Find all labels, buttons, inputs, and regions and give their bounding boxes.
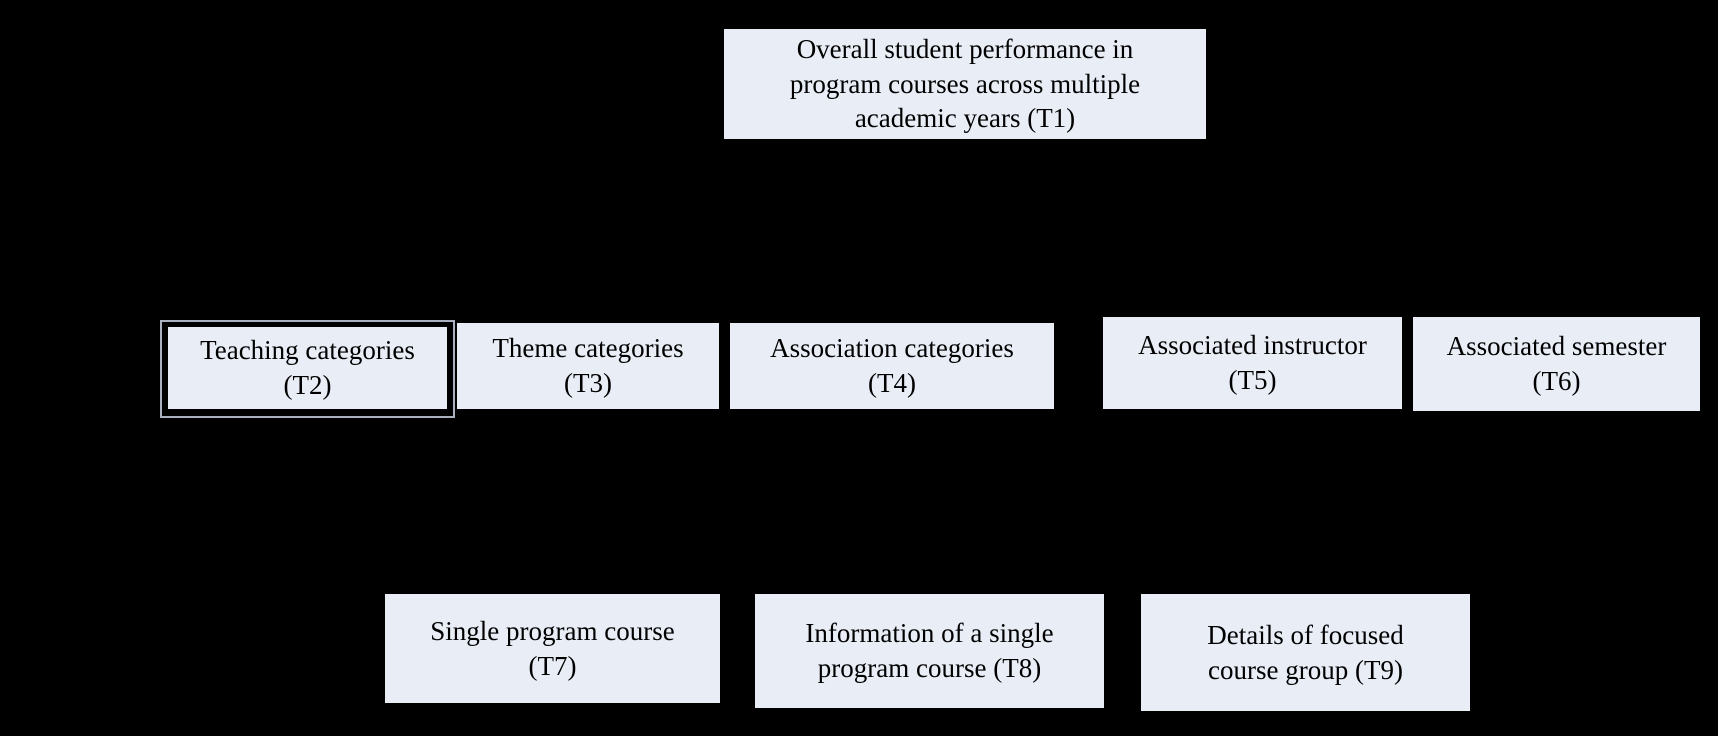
task-box-t9: Details of focused course group (T9) (1140, 593, 1471, 712)
task-box-t3: Theme categories (T3) (456, 322, 720, 410)
task-box-t7: Single program course (T7) (384, 593, 721, 704)
task-box-t8-label: Information of a single program course (… (805, 618, 1054, 683)
task-box-t2: Teaching categories (T2) (160, 320, 455, 418)
task-box-t9-label: Details of focused course group (T9) (1207, 619, 1404, 685)
task-box-t2-label: Teaching categories (T2) (200, 335, 415, 400)
task-box-t5-label: Associated instructor (T5) (1138, 330, 1367, 395)
task-box-t3-label: Theme categories (T3) (492, 333, 684, 398)
task-box-t7-label: Single program course (T7) (430, 615, 675, 681)
task-box-t5: Associated instructor (T5) (1102, 316, 1403, 410)
task-box-t6-label: Associated semester (T6) (1446, 331, 1667, 396)
task-box-t1: Overall student performance in program c… (723, 28, 1207, 140)
task-box-t4-label: Association categories (T4) (770, 333, 1014, 398)
task-box-t6: Associated semester (T6) (1412, 316, 1701, 412)
task-box-t4: Association categories (T4) (729, 322, 1055, 410)
task-box-t1-label: Overall student performance in program c… (789, 34, 1141, 134)
task-box-t8: Information of a single program course (… (754, 593, 1105, 709)
